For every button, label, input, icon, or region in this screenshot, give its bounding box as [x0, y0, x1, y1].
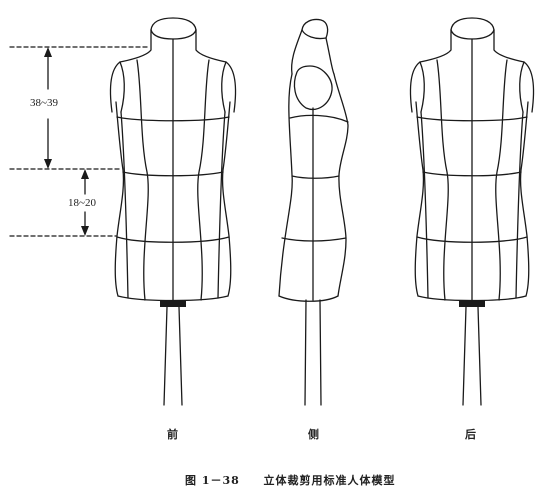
- dimension-guides: [9, 46, 151, 237]
- side-view-label: 侧: [308, 428, 319, 441]
- back-view-dress-form: [409, 17, 535, 406]
- figure-number: 图 1－38: [185, 474, 240, 487]
- front-view-dress-form: [109, 17, 237, 406]
- side-view-dress-form: [278, 18, 349, 406]
- front-view-label: 前: [167, 428, 178, 441]
- arrow-head-down: [44, 159, 52, 169]
- arrow-head-up: [44, 47, 52, 57]
- upper-measurement-label: 38~39: [30, 97, 58, 109]
- figure-title: 立体裁剪用标准人体模型: [263, 474, 396, 487]
- arrow-head-down: [81, 226, 89, 236]
- arrow-head-up: [81, 169, 89, 179]
- back-view-label: 后: [465, 428, 476, 441]
- lower-measurement-label: 18~20: [68, 197, 96, 209]
- figure-caption: 图 1－38 立体裁剪用标准人体模型: [185, 472, 395, 488]
